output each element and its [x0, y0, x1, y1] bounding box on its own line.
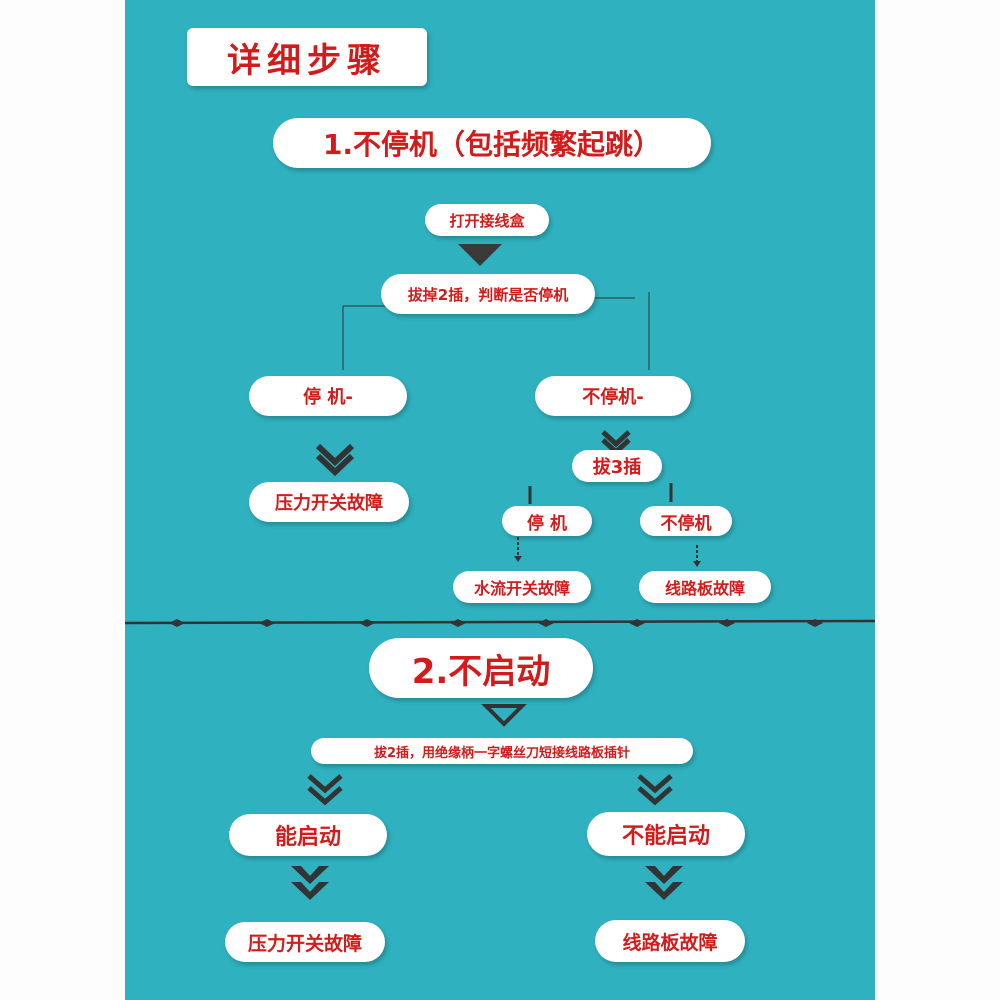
- chevron-down-icon: [601, 430, 631, 448]
- right-margin: [875, 0, 1000, 1000]
- branch-no-stop: 不停机-: [535, 376, 691, 416]
- section2-heading: 2.不启动: [369, 638, 593, 698]
- chevron-down-icon: [637, 774, 673, 794]
- chevron-down-icon: [315, 443, 355, 467]
- connector-layer: [125, 244, 875, 900]
- page-title: 详细步骤: [187, 28, 427, 86]
- result-circuit-board-fault-2: 线路板故障: [595, 920, 745, 962]
- chevron-down-icon: [307, 786, 343, 806]
- chevron-down-icon: [315, 453, 355, 477]
- arrow-down-icon: [291, 866, 329, 884]
- result-circuit-board-fault: 线路板故障: [639, 571, 771, 603]
- step-short-circuit-pins: 拔2插，用绝缘柄一字螺丝刀短接线路板插针: [311, 738, 693, 764]
- branch-cannot-start: 不能启动: [587, 812, 745, 856]
- step-open-junction-box: 打开接线盒: [425, 204, 549, 236]
- flowchart-canvas: 详细步骤 1.不停机（包括频繁起跳） 打开接线盒 拔掉2插，判断是否停机 停 机…: [125, 0, 875, 1000]
- section1-heading: 1.不停机（包括频繁起跳）: [273, 118, 711, 168]
- branch-can-start: 能启动: [229, 814, 387, 856]
- branch-stop: 停 机-: [249, 376, 407, 416]
- arrow-down-icon: [693, 561, 701, 567]
- arrow-down-icon: [645, 882, 683, 900]
- result-water-flow-switch-fault: 水流开关故障: [453, 571, 591, 603]
- arrow-down-icon: [481, 704, 527, 727]
- arrow-down-icon: [645, 866, 683, 884]
- arrow-down-icon: [458, 244, 502, 266]
- result-pressure-switch-fault: 压力开关故障: [249, 482, 409, 522]
- section-divider: [125, 619, 875, 625]
- step-unplug-3: 拔3插: [572, 450, 662, 482]
- arrow-down-icon: [291, 882, 329, 900]
- left-margin: [0, 0, 125, 1000]
- chevron-down-icon: [637, 786, 673, 806]
- divider-diamonds: [169, 619, 823, 627]
- step-unplug-2-check-stop: 拔掉2插，判断是否停机: [381, 274, 595, 314]
- chevron-down-icon: [307, 774, 343, 794]
- result-pressure-switch-fault-2: 压力开关故障: [225, 922, 385, 962]
- sub-branch-no-stop: 不停机: [640, 506, 732, 536]
- sub-branch-stop: 停 机: [502, 506, 592, 536]
- arrow-down-icon: [514, 556, 522, 562]
